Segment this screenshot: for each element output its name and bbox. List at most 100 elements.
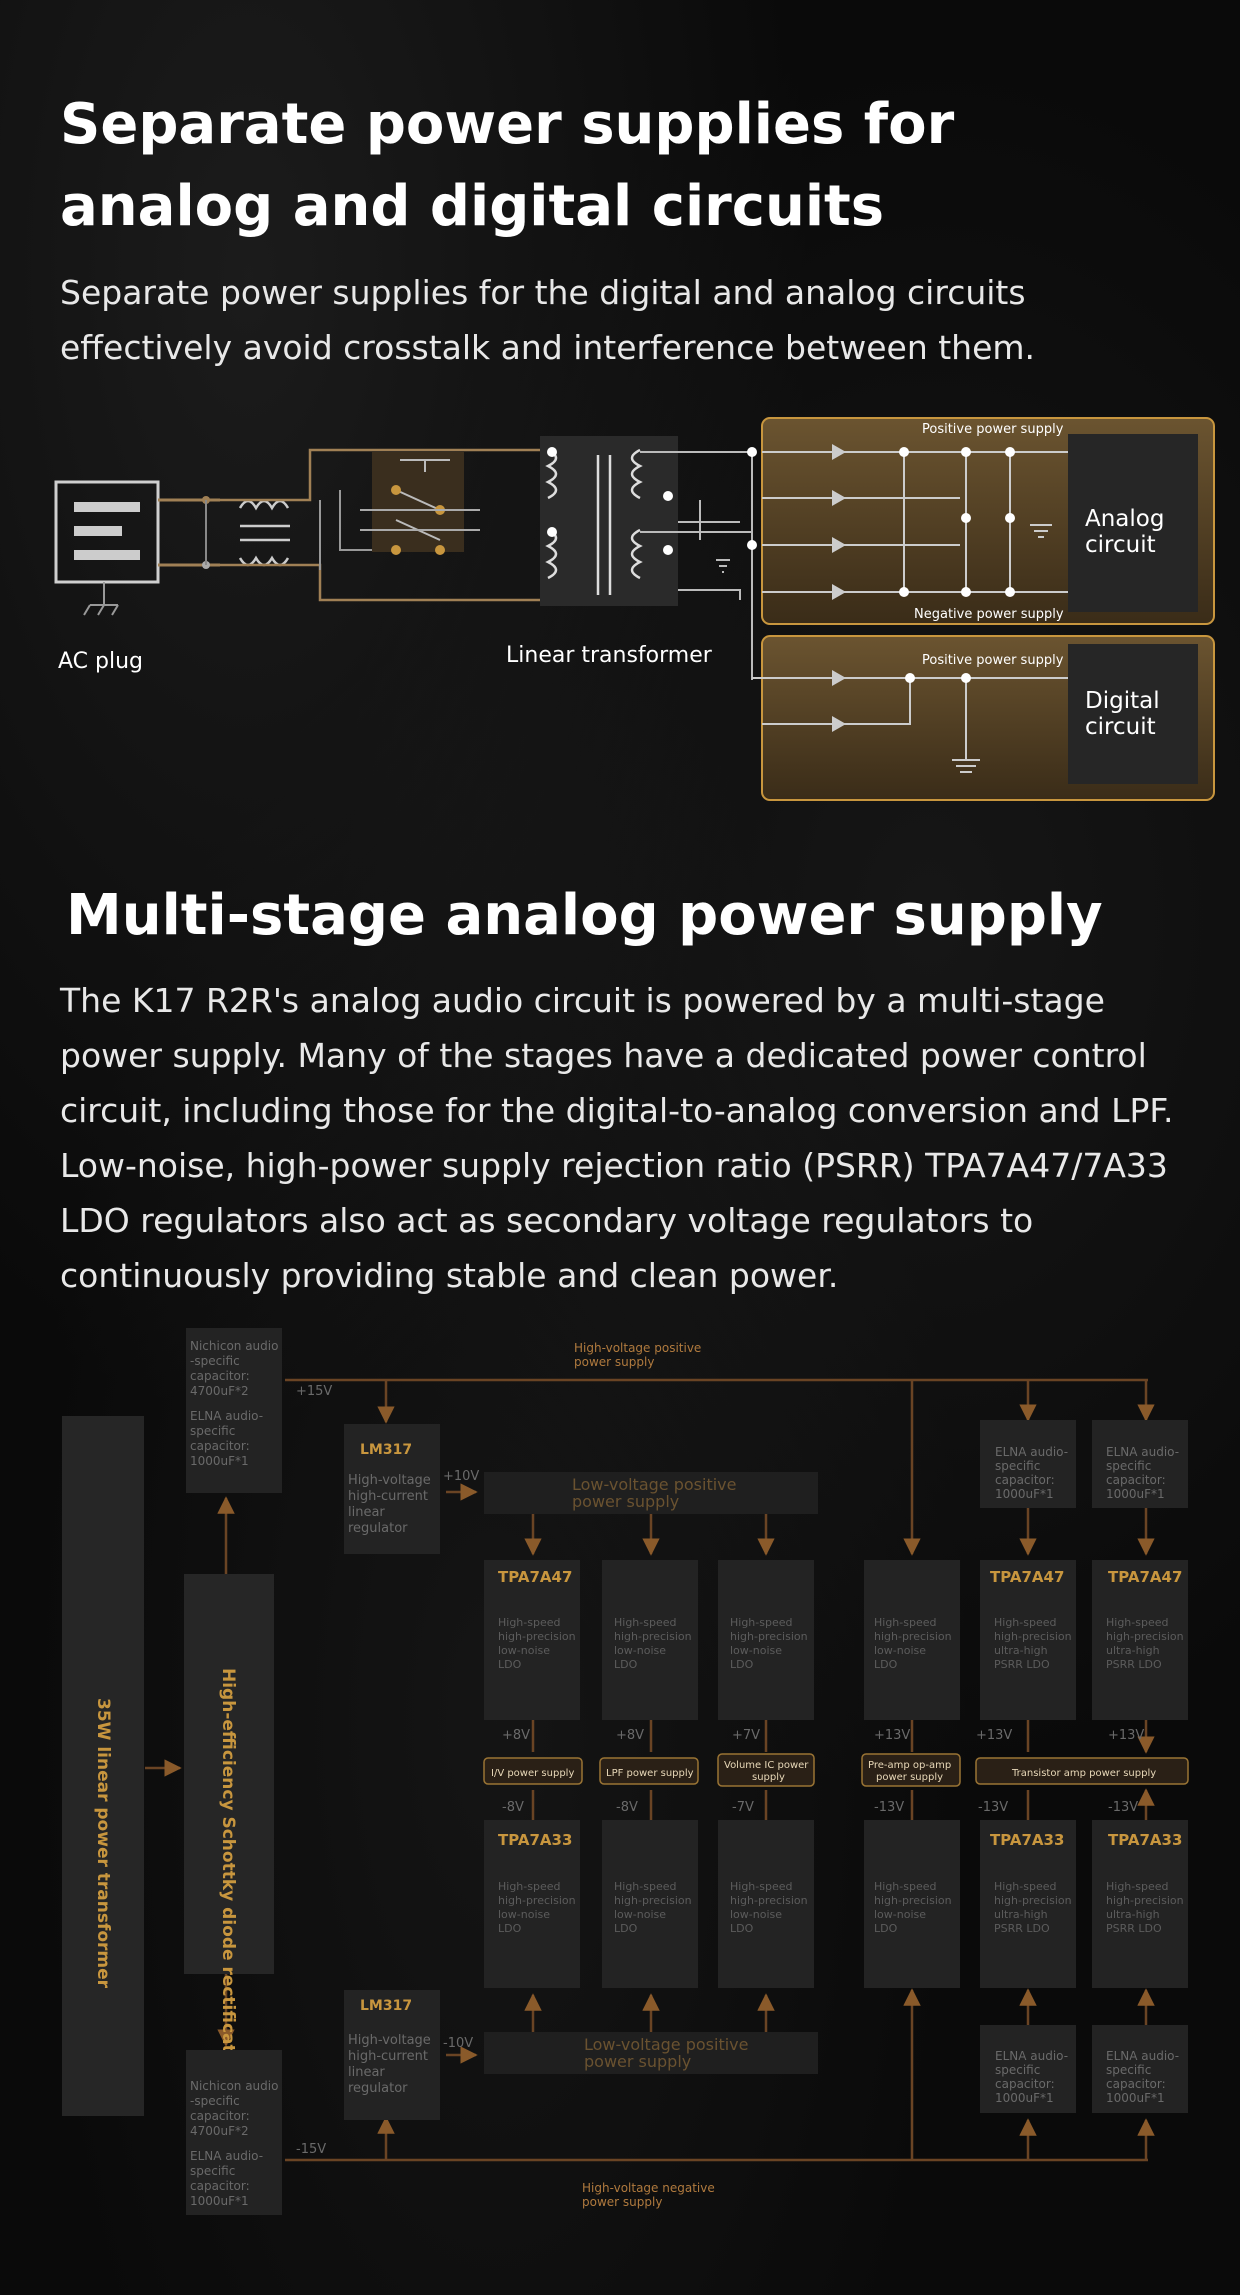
u2l4: LDO [614, 1658, 638, 1671]
lm317-bottom-title: LM317 [360, 1998, 412, 2014]
elna-b2-l3: capacitor: [1106, 2077, 1166, 2091]
cap-bot-line4: 4700uF*2 [190, 2124, 249, 2138]
u6l3: ultra-high [1106, 1644, 1160, 1657]
elna-b2-l1: ELNA audio- [1106, 2049, 1179, 2063]
cap-top-line8: 1000uF*1 [190, 1454, 249, 1468]
u6l2: high-precision [1106, 1630, 1184, 1643]
vol-supply-label-2: supply [752, 1772, 785, 1783]
hv-neg-label-2: power supply [582, 2195, 662, 2209]
lm317-top-d3: linear [348, 1505, 385, 1520]
choke-icon [238, 499, 290, 567]
plus10-label: +10V [443, 1469, 479, 1484]
u2l1: High-speed [614, 1616, 676, 1629]
ac-plug-icon [54, 480, 160, 616]
lm317-top-d4: regulator [348, 1521, 408, 1536]
elna-b1-l1: ELNA audio- [995, 2049, 1068, 2063]
digital-circuit-box [1068, 644, 1198, 784]
transformer-label: Linear transformer [506, 643, 713, 668]
transistor-label: Transistor amp power supply [1011, 1768, 1156, 1779]
minus10-label: -10V [443, 2036, 473, 2051]
d5l3: ultra-high [994, 1908, 1048, 1921]
v-vol-pos: +7V [732, 1728, 760, 1743]
capacitor-top-box [186, 1328, 282, 1493]
u3l2: high-precision [730, 1630, 808, 1643]
d1l4: LDO [498, 1922, 522, 1935]
cap-top-line5: ELNA audio- [190, 1409, 263, 1423]
u5l4: PSRR LDO [994, 1658, 1050, 1671]
cap-bot-line7: capacitor: [190, 2179, 250, 2193]
cap-top-line4: 4700uF*2 [190, 1384, 249, 1398]
u3l1: High-speed [730, 1616, 792, 1629]
v-tr1-neg: -13V [978, 1800, 1008, 1815]
analog-circuit-box [1068, 434, 1198, 612]
d1l2: high-precision [498, 1894, 576, 1907]
analog-negative-label: Negative power supply [914, 607, 1064, 622]
ac-plug-label: AC plug [58, 649, 143, 674]
d4l4: LDO [874, 1922, 898, 1935]
d4l2: high-precision [874, 1894, 952, 1907]
lm317-bottom-box [344, 1990, 440, 2120]
preamp-label-1: Pre-amp op-amp [868, 1760, 951, 1771]
u4l2: high-precision [874, 1630, 952, 1643]
rectifier-box [184, 1574, 274, 1974]
minus15-label: -15V [296, 2142, 326, 2157]
d6l1: High-speed [1106, 1880, 1168, 1893]
lm317-top-title: LM317 [360, 1442, 412, 1458]
u2l2: high-precision [614, 1630, 692, 1643]
ldo-upper-5 [980, 1560, 1076, 1720]
u1l3: low-noise [498, 1644, 550, 1657]
lm317-bot-d3: linear [348, 2065, 385, 2080]
d3l4: LDO [730, 1922, 754, 1935]
lm317-top-d1: High-voltage [348, 1473, 431, 1488]
lpf-supply-label: LPF power supply [606, 1768, 694, 1779]
d3l2: high-precision [730, 1894, 808, 1907]
elna-t2-l1: ELNA audio- [1106, 1445, 1179, 1459]
section1-title-line2: analog and digital circuits [60, 174, 885, 239]
d4l3: low-noise [874, 1908, 926, 1921]
cap-bot-line1: Nichicon audio [190, 2079, 278, 2093]
cap-bot-line3: capacitor: [190, 2109, 250, 2123]
d6l2: high-precision [1106, 1894, 1184, 1907]
v-pre-pos: +13V [874, 1728, 910, 1743]
hv-pos-label-1: High-voltage positive [574, 1341, 701, 1355]
ldo-lower-6 [1092, 1820, 1188, 1988]
analog-circuit-label-2: circuit [1085, 532, 1156, 558]
lower-ldo-row [484, 1820, 1188, 1988]
analog-positive-label: Positive power supply [922, 422, 1064, 437]
cap-bot-line6: specific [190, 2164, 235, 2178]
u6l1: High-speed [1106, 1616, 1168, 1629]
cap-top-line1: Nichicon audio [190, 1339, 278, 1353]
transformer-label: 35W linear power transformer [93, 1698, 113, 1989]
u1l1: High-speed [498, 1616, 560, 1629]
cap-top-line6: specific [190, 1424, 235, 1438]
lm317-bot-d4: regulator [348, 2081, 408, 2096]
u5l3: ultra-high [994, 1644, 1048, 1657]
elna-bottom-1 [980, 2025, 1076, 2113]
ldo-lower-3 [718, 1820, 814, 1988]
ldo-lower-2 [602, 1820, 698, 1988]
u3l4: LDO [730, 1658, 754, 1671]
section1-title-line1: Separate power supplies for [60, 92, 955, 157]
elna-top-2 [1092, 1420, 1188, 1508]
elna-b1-l3: capacitor: [995, 2077, 1055, 2091]
d3l3: low-noise [730, 1908, 782, 1921]
lv-bot-label-1: Low-voltage positive [584, 2035, 748, 2054]
elna-b1-l2: specific [995, 2063, 1040, 2077]
lm317-top-box [344, 1424, 440, 1554]
lv-top-label-2: power supply [572, 1492, 679, 1511]
supply-pills [483, 1753, 1189, 1787]
u5l1: High-speed [994, 1616, 1056, 1629]
d6l3: ultra-high [1106, 1908, 1160, 1921]
tpa33-3: TPA7A33 [1108, 1831, 1182, 1849]
tpa47-1: TPA7A47 [498, 1568, 572, 1586]
d1l1: High-speed [498, 1880, 560, 1893]
v-lpf-pos: +8V [616, 1728, 644, 1743]
power-split-diagram: AC plug Linear transformer Positive powe… [54, 417, 1215, 801]
v-iv-neg: -8V [502, 1800, 524, 1815]
cap-bot-line5: ELNA audio- [190, 2149, 263, 2163]
v-lpf-neg: -8V [616, 1800, 638, 1815]
elna-top-1 [980, 1420, 1076, 1508]
d2l2: high-precision [614, 1894, 692, 1907]
u4l4: LDO [874, 1658, 898, 1671]
elna-bottom-2 [1092, 2025, 1188, 2113]
